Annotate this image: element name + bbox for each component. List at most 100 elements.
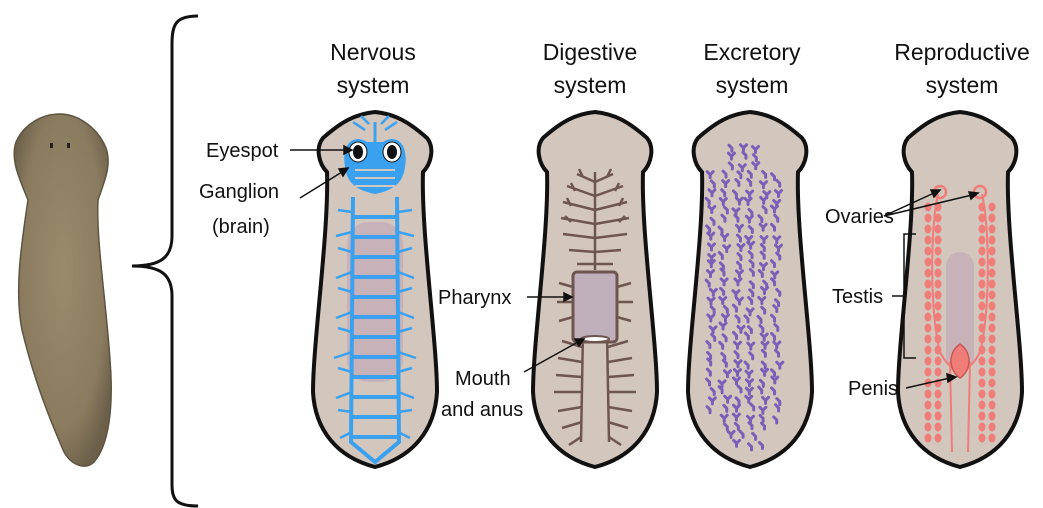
svg-text:system: system [337, 72, 410, 98]
testis-follicle [935, 214, 942, 223]
testis-follicle [989, 269, 996, 278]
title-reproductive: Reproductive system [894, 39, 1030, 98]
testis-follicle [989, 390, 996, 399]
mouth-opening [581, 336, 609, 342]
testis-follicle [935, 346, 942, 355]
testis-follicle [925, 247, 932, 256]
testis-follicle [935, 258, 942, 267]
testis-follicle [979, 225, 986, 234]
testis-follicle [935, 434, 942, 443]
testis-follicle [935, 401, 942, 410]
testis-follicle [925, 225, 932, 234]
svg-text:system: system [554, 72, 627, 98]
testis-follicle [925, 335, 932, 344]
testis-follicle [935, 368, 942, 377]
testis-follicle [989, 434, 996, 443]
testis-follicle [925, 203, 932, 212]
testis-follicle [935, 269, 942, 278]
testis-follicle [925, 313, 932, 322]
testis-follicle [989, 412, 996, 421]
testis-follicle [989, 357, 996, 366]
testis-follicle [989, 236, 996, 245]
testis-follicle [935, 302, 942, 311]
testis-follicle [979, 346, 986, 355]
title-digestive: Digestive system [543, 39, 638, 98]
penis [951, 344, 969, 378]
testis-follicle [979, 247, 986, 256]
curly-brace [132, 16, 198, 506]
testis-follicle [925, 236, 932, 245]
testis-follicle [925, 357, 932, 366]
testis-follicle [979, 434, 986, 443]
testis-follicle [989, 335, 996, 344]
testis-follicle [979, 291, 986, 300]
label-ganglion: Ganglion [199, 181, 279, 203]
testis-follicle [925, 346, 932, 355]
testis-follicle [979, 357, 986, 366]
label-ovaries: Ovaries [825, 206, 894, 228]
testis-follicle [925, 269, 932, 278]
svg-text:Excretory: Excretory [703, 39, 801, 65]
label-eyespot: Eyespot [206, 140, 279, 162]
testis-follicle [989, 302, 996, 311]
testis-follicle [925, 423, 932, 432]
testis-follicle [935, 225, 942, 234]
testis-follicle [989, 225, 996, 234]
testis-follicle [979, 390, 986, 399]
nervous-system-body [313, 112, 437, 467]
testis-follicle [989, 401, 996, 410]
testis-follicle [935, 335, 942, 344]
testis-follicle [925, 434, 932, 443]
testis-follicle [935, 236, 942, 245]
planarian-photo [14, 114, 111, 466]
svg-text:Digestive: Digestive [543, 39, 638, 65]
testis-follicle [925, 214, 932, 223]
testis-follicle [935, 324, 942, 333]
testis-follicle [925, 401, 932, 410]
svg-text:system: system [926, 72, 999, 98]
testis-follicle [979, 401, 986, 410]
svg-text:Reproductive: Reproductive [894, 39, 1030, 65]
testis-follicle [989, 379, 996, 388]
digestive-system-body [533, 112, 657, 467]
title-excretory: Excretory system [703, 39, 801, 98]
testis-follicle [979, 324, 986, 333]
testis-follicle [979, 302, 986, 311]
svg-text:system: system [716, 72, 789, 98]
eyespot-right-icon [383, 142, 401, 162]
testis-follicle [989, 258, 996, 267]
testis-follicle [979, 258, 986, 267]
testis-follicle [979, 269, 986, 278]
excretory-system-body [688, 112, 812, 467]
testis-follicle [925, 412, 932, 421]
testis-follicle [925, 280, 932, 289]
testis-follicle [935, 423, 942, 432]
testis-follicle [979, 236, 986, 245]
testis-follicle [935, 412, 942, 421]
testis-follicle [925, 390, 932, 399]
testis-follicle [935, 247, 942, 256]
label-pharynx: Pharynx [438, 287, 511, 309]
testis-follicle [935, 390, 942, 399]
label-penis: Penis [848, 378, 898, 400]
testis-follicle [989, 280, 996, 289]
testis-follicle [979, 313, 986, 322]
label-mouth: Mouth [455, 368, 511, 390]
testis-follicle [979, 423, 986, 432]
label-brain: (brain) [212, 216, 270, 238]
testis-follicle [989, 247, 996, 256]
testis-follicle [935, 357, 942, 366]
testis-follicle [925, 302, 932, 311]
testis-follicle [989, 324, 996, 333]
testis-follicle [979, 368, 986, 377]
testis-follicle [979, 280, 986, 289]
label-testis: Testis [832, 286, 883, 308]
testis-follicle [989, 291, 996, 300]
label-and-anus: and anus [441, 399, 523, 421]
svg-text:Nervous: Nervous [330, 39, 416, 65]
testis-follicle [989, 203, 996, 212]
reproductive-system-body [898, 112, 1022, 467]
testis-follicle [925, 368, 932, 377]
testis-follicle [989, 313, 996, 322]
